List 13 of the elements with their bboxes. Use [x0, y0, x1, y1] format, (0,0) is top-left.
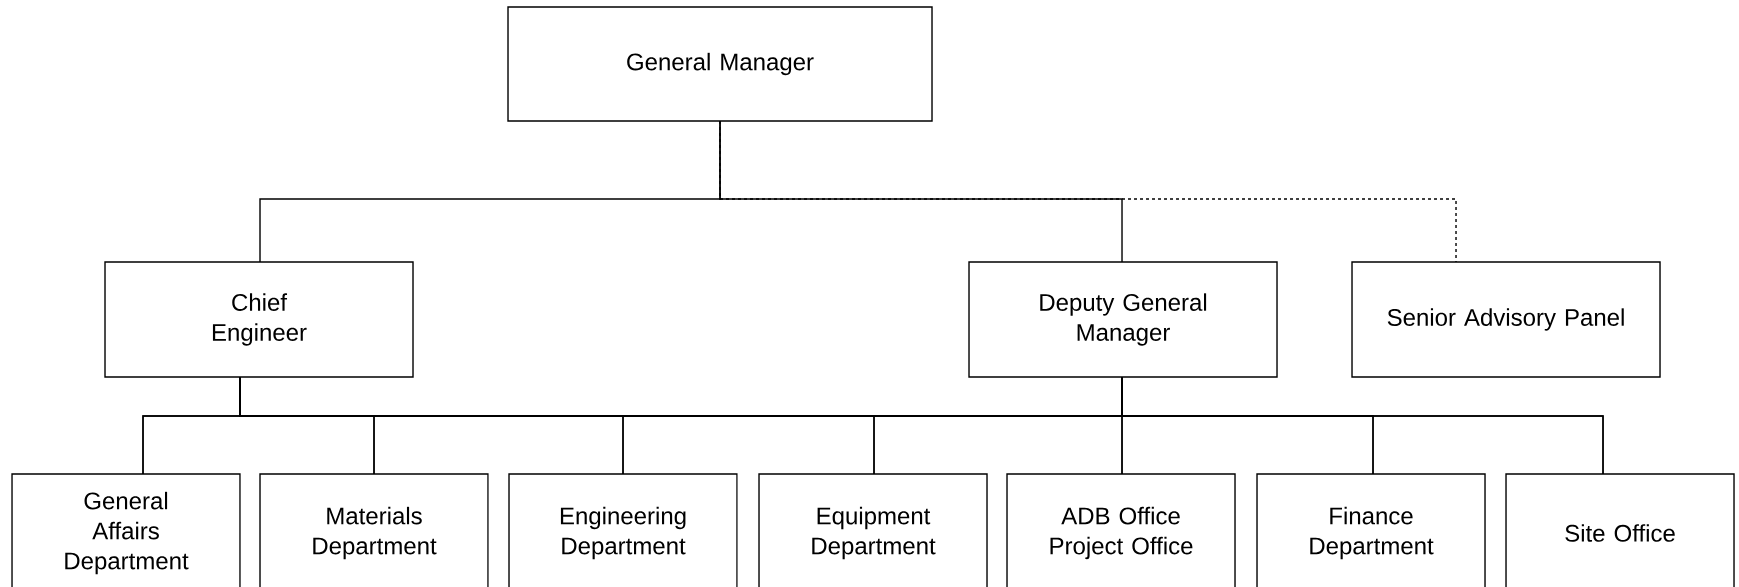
org-box: Site Office: [1505, 473, 1735, 587]
org-box: ADB Office Project Office: [1006, 473, 1236, 587]
org-box: General Affairs Department: [11, 473, 241, 587]
org-box: Chief Engineer: [104, 261, 414, 378]
org-box: Deputy General Manager: [968, 261, 1278, 378]
org-box: General Manager: [507, 6, 933, 122]
connector-line: [719, 120, 1457, 263]
org-box: Materials Department: [259, 473, 489, 587]
org-box: Engineering Department: [508, 473, 738, 587]
org-box: Senior Advisory Panel: [1351, 261, 1661, 378]
org-box: Equipment Department: [758, 473, 988, 587]
org-box: Finance Department: [1256, 473, 1486, 587]
connector-line: [1121, 376, 1604, 475]
